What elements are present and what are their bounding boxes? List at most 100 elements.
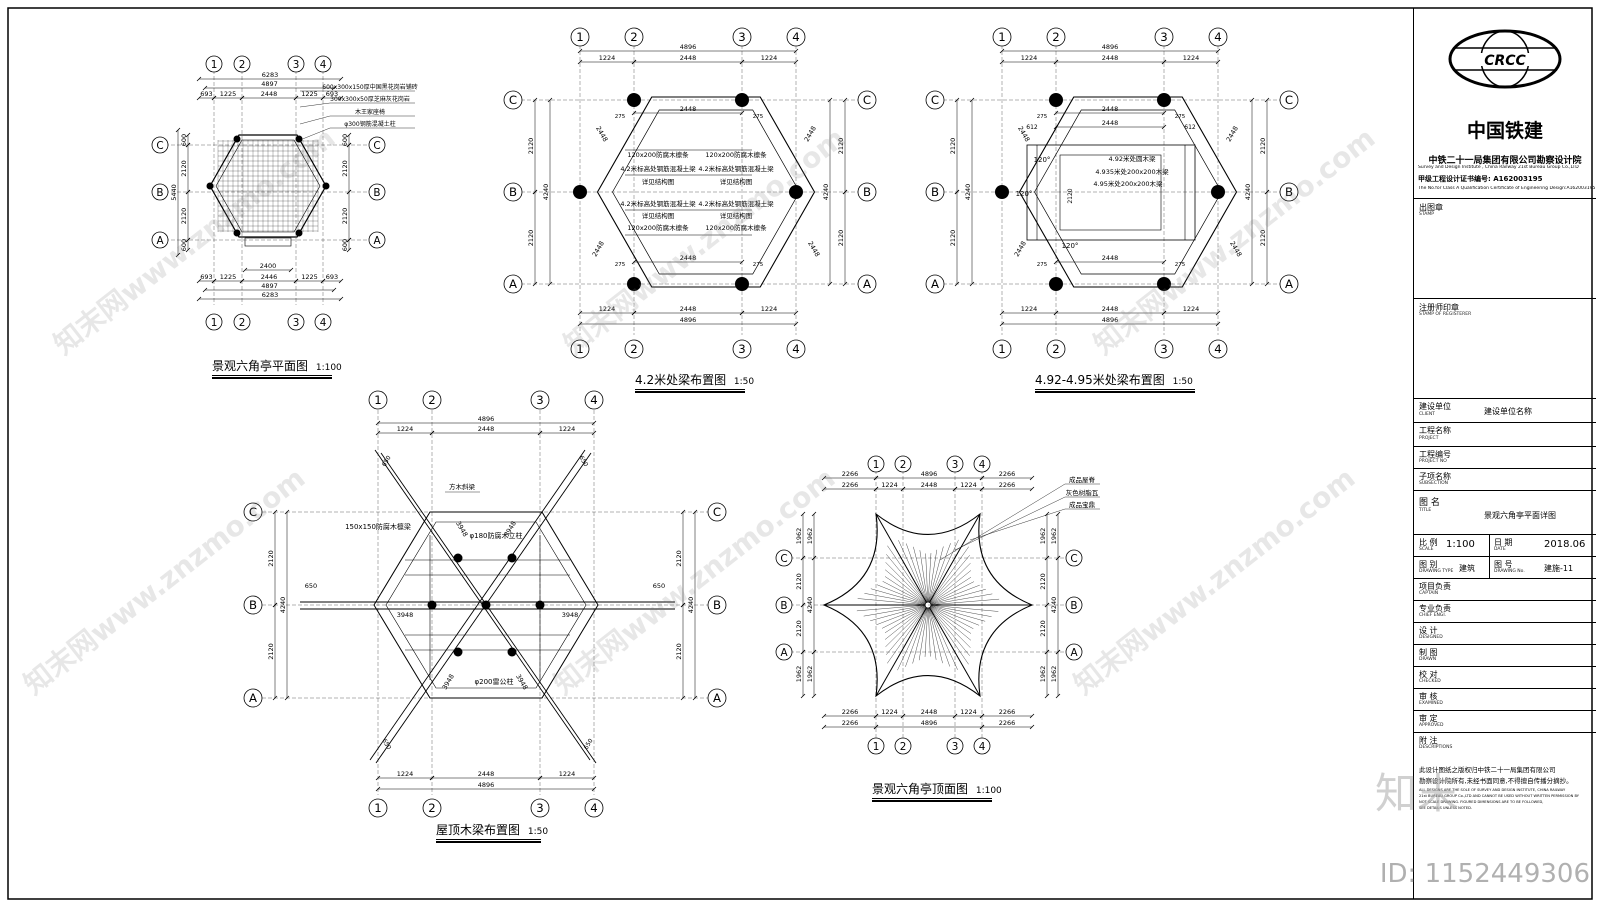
dimension-tick — [185, 247, 191, 253]
certificate-no: 甲级工程设计证书编号: A162003195 — [1418, 175, 1543, 183]
dimension-tick — [969, 281, 975, 287]
dimension-tick — [952, 486, 958, 492]
dimension-value: 1225 — [301, 273, 318, 281]
beam-note-left: 120x200防腐木檩条 — [627, 150, 689, 159]
title-block-header: CRCC 中国铁建 中铁二十一局集团有限公司勘察设计院 Survey and D… — [1414, 8, 1596, 199]
roof-grid-axis-left — [243, 688, 263, 708]
roofplan-title-text: 景观六角亭顶面图 — [872, 782, 969, 796]
beam-inner-outline — [612, 109, 800, 275]
roof-cantilever-dim: 650 — [577, 455, 589, 469]
plan-grid-axis-left — [151, 136, 169, 154]
dimension-value: 1224 — [1021, 305, 1038, 313]
crcc-logo-icon: CRCC — [1448, 29, 1562, 89]
dimension-value: 1225 — [220, 273, 237, 281]
roof-grid-axis-top — [584, 390, 604, 410]
roof-tile-line — [905, 604, 929, 667]
dimension-tick — [631, 310, 637, 316]
checked-cell: 校 对 CHECKED — [1414, 666, 1596, 689]
roof-tile-line — [884, 604, 929, 633]
dimension-value: 2448 — [680, 254, 697, 262]
roofplan-grid-axis-left — [775, 549, 793, 567]
plan-title-text: 景观六角亭平面图 — [212, 359, 309, 373]
drawing-no-label-en: DRAWING No. — [1494, 569, 1525, 574]
roof-tile-line — [927, 604, 972, 634]
watermark-logo: 知末 — [1375, 769, 1460, 818]
dimension-tick — [185, 237, 191, 243]
plan-dim-overall-left-value: 5440 — [170, 184, 178, 201]
company-name: 中国铁建 — [1466, 120, 1543, 142]
description-line-5: NOT SCALE DRAWING. FIGURED DIMENSIONS AR… — [1419, 800, 1544, 804]
beam-grid-axis-right — [857, 90, 877, 110]
beam-grid-axis-bottom — [1154, 339, 1174, 359]
roof-tile-line — [927, 543, 951, 606]
roof-tile-line — [863, 604, 929, 617]
roof-note: 方木斜梁 — [449, 482, 476, 491]
project-no-cell: 工程编号 PROJECT NO — [1414, 446, 1596, 469]
dimension-tick — [196, 95, 202, 101]
plan-grid-axis-right-label: C — [373, 140, 380, 152]
dimension-tick — [793, 48, 799, 54]
beam-grid-axis-top — [570, 27, 590, 47]
beam-grid-axis-right-label: A — [1285, 277, 1293, 291]
registerer-label-en: STAMP OF REGISTERER — [1419, 312, 1472, 317]
plan-grid-axis-top — [233, 55, 251, 73]
dimension-value: 1224 — [397, 425, 414, 433]
dimension-value: 1225 — [301, 90, 318, 98]
roof-tile-line — [918, 604, 929, 661]
roof-grid-axis-right — [707, 595, 727, 615]
beam-note-left: 4.2米标高处钢筋混凝土梁 — [620, 164, 696, 173]
dimension-value: 1224 — [761, 305, 778, 313]
beam-grid-axis-top — [624, 27, 644, 47]
dimension-tick — [1044, 555, 1050, 561]
examined-label-en: EXAMINED — [1419, 701, 1443, 706]
scale-label: 比 例 — [1419, 538, 1438, 547]
drawing-type-label: 图 别 — [1419, 560, 1438, 569]
dimension-tick — [631, 259, 637, 265]
dimension-tick — [827, 281, 833, 287]
timber-beam-frame — [1026, 144, 1196, 241]
dimension-value: 1225 — [220, 90, 237, 98]
dimension-tick — [185, 142, 191, 148]
dimension-tick — [1029, 475, 1035, 481]
dimension-value: 1962 — [1050, 666, 1058, 683]
plan-callout-leader — [299, 102, 331, 108]
dimension-value: 2120 — [949, 138, 957, 155]
dimension-tick — [811, 511, 817, 517]
roof-tile-line — [927, 604, 943, 664]
beam-grid-axis-bottom-label: 1 — [576, 342, 583, 356]
plan-callout-note: φ300钢筋混凝土柱 — [344, 120, 395, 128]
plan-title: 景观六角亭平面图 1:100 — [212, 357, 342, 379]
roof-grid-axis-top-label: 1 — [374, 393, 381, 407]
roofplan-note-leader — [939, 483, 1066, 561]
date-label-en: DATE — [1494, 547, 1506, 552]
entry-step — [244, 237, 292, 247]
dimension-tick — [873, 475, 879, 481]
dimension-value: 4896 — [478, 415, 495, 423]
roof-post-marker — [535, 600, 545, 610]
beam-offset-dim: 275 — [753, 114, 764, 120]
dimension-tick — [577, 310, 583, 316]
roof-tile-line — [864, 593, 929, 606]
dimension-tick — [800, 649, 806, 655]
roof-tile-line — [884, 569, 929, 606]
dimension-tick — [821, 486, 827, 492]
beam-diagonal-dim: 2448 — [1228, 240, 1243, 258]
dimension-tick — [979, 713, 985, 719]
roof-tile-line — [927, 598, 1000, 606]
beam492-angle-label: 120° — [1062, 242, 1079, 250]
approved-cell: 审 定 APPROVED — [1414, 710, 1596, 733]
beam-note-left: 详见结构图 — [642, 211, 675, 220]
dimension-tick — [793, 321, 799, 327]
dimension-tick — [547, 281, 553, 287]
beam-note-left: 120x200防腐木檩条 — [627, 223, 689, 232]
beam-column-marker — [1211, 185, 1225, 199]
crcc-logo-text: CRCC — [1484, 53, 1526, 69]
dimension-tick — [1053, 259, 1059, 265]
dimension-value: 1224 — [397, 770, 414, 778]
dimension-value: 1224 — [960, 708, 977, 716]
dimension-tick — [1264, 97, 1270, 103]
beam-grid-axis-bottom-label: 2 — [630, 342, 637, 356]
dimension-tick — [999, 48, 1005, 54]
dimension-value: 2448 — [921, 481, 938, 489]
dimension-tick — [591, 786, 597, 792]
